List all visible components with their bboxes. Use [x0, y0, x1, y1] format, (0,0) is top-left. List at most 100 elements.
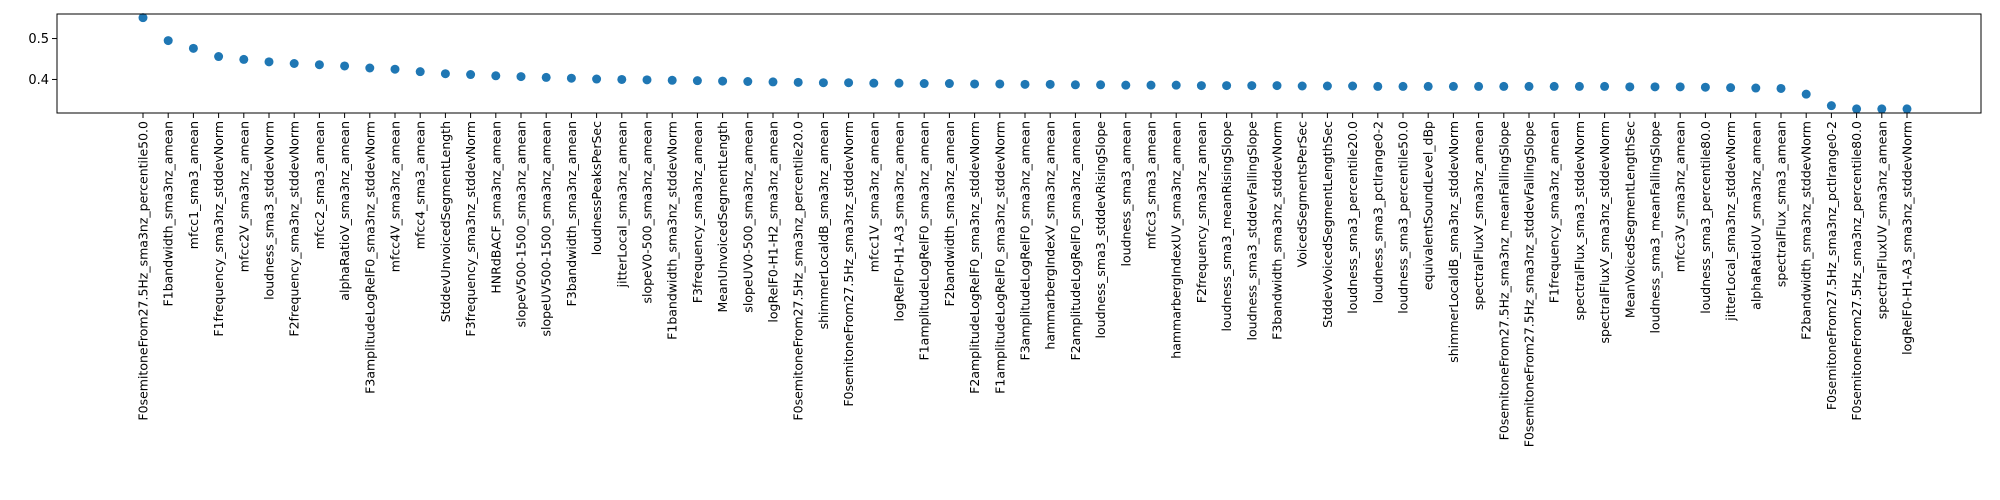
data-point — [1499, 81, 1509, 91]
x-tick-label: F3frequency_sma3nz_amean — [690, 121, 705, 303]
x-tick-label: mfcc4_sma3_amean — [413, 121, 428, 249]
x-tick-label: F3amplitudeLogRelF0_sma3nz_amean — [1018, 121, 1033, 360]
data-point — [289, 59, 299, 68]
x-tick-label: mfcc3_sma3_amean — [1144, 121, 1159, 249]
data-point — [869, 78, 879, 88]
data-point — [214, 52, 224, 62]
data-point — [566, 73, 576, 83]
x-tick-label: F2amplitudeLogRelF0_sma3nz_amean — [1068, 121, 1083, 360]
data-point — [617, 74, 627, 84]
x-tick-label: slopeUV500-1500_sma3nz_amean — [539, 121, 554, 337]
x-tick-label: F3frequency_sma3nz_stddevNorm — [463, 121, 478, 337]
x-tick-label: loudness_sma3_stddevNorm — [262, 121, 277, 300]
x-tick-label: VoicedSegmentsPerSec — [1295, 121, 1310, 268]
x-tick-label: logRelF0-H1-A3_sma3nz_amean — [892, 121, 907, 321]
y-tick-label: 0.4 — [28, 73, 49, 88]
data-point — [1801, 89, 1811, 99]
x-tick-label: mfcc4V_sma3nz_amean — [388, 121, 403, 272]
data-point — [1423, 81, 1433, 91]
x-tick-label: spectralFluxV_sma3nz_stddevNorm — [1597, 121, 1612, 343]
x-tick-label: F1frequency_sma3nz_stddevNorm — [211, 121, 226, 337]
data-point — [1322, 81, 1332, 91]
x-tick-label: loudness_sma3_stddevRisingSlope — [1093, 121, 1108, 339]
x-tick-label: F3bandwidth_sma3nz_amean — [564, 121, 579, 306]
data-point — [541, 72, 551, 82]
data-point — [440, 69, 450, 79]
x-tick-label: logRelF0-H1-H2_sma3nz_amean — [766, 121, 781, 323]
data-point — [1020, 79, 1030, 89]
x-tick-label: logRelF0-H1-A3_sma3nz_stddevNorm — [1900, 121, 1915, 355]
data-point — [1675, 82, 1685, 92]
data-point — [692, 76, 702, 86]
data-point — [894, 78, 904, 88]
data-point — [718, 76, 728, 86]
x-axis: F0semitoneFrom27.5Hz_sma3nz_percentile50… — [136, 113, 1915, 447]
x-tick-label: loudness_sma3_stddevFallingSlope — [1244, 121, 1259, 341]
x-tick-label: F1bandwidth_sma3nz_amean — [161, 121, 176, 306]
data-point — [793, 77, 803, 87]
x-tick-label: jitterLocal_sma3nz_amean — [614, 121, 629, 288]
x-tick-label: loudness_sma3_percentile80.0 — [1698, 121, 1713, 314]
x-tick-label: F0semitoneFrom27.5Hz_sma3nz_percentile20… — [791, 121, 806, 421]
data-point — [1096, 80, 1106, 90]
x-tick-label: F0semitoneFrom27.5Hz_sma3nz_stddevFallin… — [1522, 121, 1537, 448]
x-tick-label: mfcc1V_sma3nz_amean — [866, 121, 881, 272]
x-tick-label: loudness_sma3_amean — [1118, 121, 1133, 267]
x-tick-label: shimmerLocaldB_sma3nz_amean — [816, 121, 831, 329]
x-tick-label: loudness_sma3_pctlrange0-2 — [1370, 121, 1385, 303]
x-tick-label: F0semitoneFrom27.5Hz_sma3nz_pctlrange0-2 — [1824, 121, 1839, 410]
data-point — [1146, 80, 1156, 90]
x-tick-label: MeanUnvoicedSegmentLength — [715, 121, 730, 313]
data-point — [365, 63, 375, 73]
data-point — [1826, 101, 1836, 111]
x-tick-label: mfcc3V_sma3nz_amean — [1673, 121, 1688, 272]
x-tick-label: mfcc2V_sma3nz_amean — [236, 121, 251, 272]
x-tick-label: StddevUnvoicedSegmentLength — [438, 121, 453, 322]
x-tick-label: F2frequency_sma3nz_stddevNorm — [287, 121, 302, 337]
x-tick-label: hammarbergIndexUV_sma3nz_amean — [1169, 121, 1184, 359]
x-tick-label: slopeV500-1500_sma3nz_amean — [514, 121, 529, 327]
data-point — [1272, 81, 1282, 91]
data-point — [995, 79, 1005, 89]
data-point — [818, 78, 828, 88]
x-tick-label: mfcc2_sma3_amean — [312, 121, 327, 249]
data-point — [1751, 83, 1761, 93]
data-point — [642, 75, 652, 85]
data-point — [1726, 83, 1736, 93]
data-point — [188, 43, 198, 53]
x-tick-label: F0semitoneFrom27.5Hz_sma3nz_percentile50… — [136, 121, 151, 421]
x-tick-label: jitterLocal_sma3nz_stddevNorm — [1723, 121, 1738, 322]
x-tick-label: equivalentSoundLevel_dBp — [1421, 121, 1436, 290]
data-point — [1549, 81, 1559, 91]
x-tick-label: F2bandwidth_sma3nz_stddevNorm — [1799, 121, 1814, 340]
data-point — [1625, 82, 1635, 92]
data-point — [390, 64, 400, 74]
x-tick-label: spectralFlux_sma3_amean — [1774, 121, 1789, 287]
data-point — [264, 57, 274, 67]
data-point — [844, 78, 854, 88]
x-tick-label: loudnessPeaksPerSec — [589, 121, 604, 255]
data-point — [1852, 104, 1862, 114]
data-point — [1297, 81, 1307, 91]
x-tick-label: F0semitoneFrom27.5Hz_sma3nz_stddevNorm — [841, 121, 856, 407]
data-point — [415, 67, 425, 77]
x-tick-label: shimmerLocaldB_sma3nz_stddevNorm — [1446, 121, 1461, 363]
data-point — [1877, 104, 1887, 114]
x-tick-label: F3bandwidth_sma3nz_stddevNorm — [1270, 121, 1285, 340]
data-points — [138, 13, 1912, 114]
y-tick-label: 0.5 — [28, 32, 49, 47]
data-point — [1196, 81, 1206, 91]
data-point — [1398, 81, 1408, 91]
data-point — [516, 72, 526, 82]
data-point — [1373, 81, 1383, 91]
x-tick-label: slopeV0-500_sma3nz_amean — [640, 121, 655, 304]
data-point — [592, 74, 602, 84]
x-tick-label: mfcc1_sma3_amean — [186, 121, 201, 249]
x-tick-label: alphaRatioUV_sma3nz_amean — [1748, 121, 1763, 310]
x-tick-label: MeanVoicedSegmentLengthSec — [1622, 121, 1637, 318]
x-tick-label: F1frequency_sma3nz_amean — [1547, 121, 1562, 303]
data-point — [743, 77, 753, 86]
x-tick-label: F2bandwidth_sma3nz_amean — [942, 121, 957, 306]
data-point — [919, 79, 929, 89]
